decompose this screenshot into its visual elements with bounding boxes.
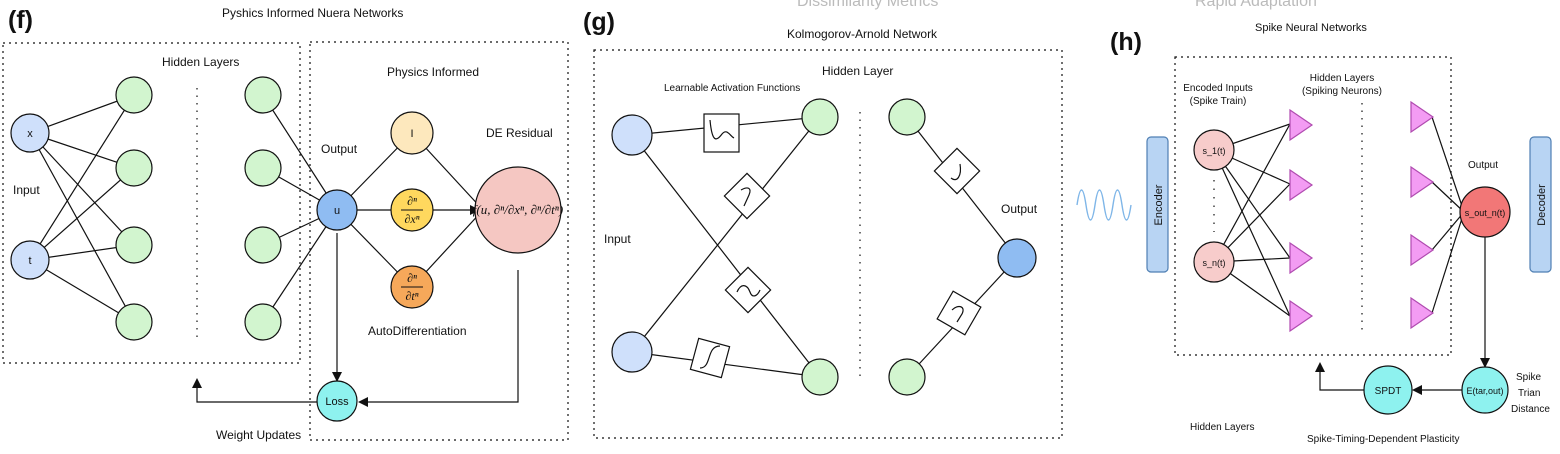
kan-input-label: Input bbox=[604, 232, 631, 246]
s1-label: s_1(t) bbox=[1202, 146, 1225, 156]
panel-tag-h: (h) bbox=[1110, 28, 1142, 56]
spike-train-wave bbox=[1076, 189, 1132, 221]
weight-updates-label: Weight Updates bbox=[216, 428, 301, 442]
panel-g bbox=[593, 49, 1063, 439]
activation-diamond bbox=[933, 147, 981, 195]
node-loss-label: Loss bbox=[325, 396, 349, 408]
activation-diamond bbox=[723, 172, 771, 220]
de-residual-node bbox=[474, 166, 562, 254]
hidden-node bbox=[115, 76, 153, 114]
spdt-feedback-arrow bbox=[1315, 362, 1364, 391]
activation-box bbox=[703, 113, 740, 153]
output-label: Output bbox=[321, 142, 358, 156]
encoded-inputs-label-1: Encoded Inputs bbox=[1183, 83, 1253, 94]
kan-hidden-node bbox=[888, 358, 926, 396]
hidden-node bbox=[244, 149, 282, 187]
decoder-block bbox=[1529, 136, 1552, 273]
physics-informed-label: Physics Informed bbox=[387, 65, 479, 79]
input-node-x bbox=[10, 113, 50, 153]
kan-hidden-node bbox=[888, 98, 926, 136]
clipped-header-h: Rapid Adaptation bbox=[1195, 0, 1317, 10]
clipped-header-g: Dissimilarity Metrics bbox=[797, 0, 938, 10]
panel-h bbox=[1076, 56, 1552, 415]
node-identity-label: I bbox=[410, 128, 413, 140]
error-label: E(tar,out) bbox=[1466, 386, 1503, 396]
hidden-output-edges bbox=[262, 94, 484, 323]
identity-node bbox=[390, 111, 434, 155]
spike-distance-label-3: Distance bbox=[1511, 404, 1550, 415]
hidden-layers-label: Hidden Layers bbox=[162, 55, 239, 69]
pinn-title: Pyshics Informed Nuera Networks bbox=[222, 6, 403, 20]
kan-box bbox=[593, 49, 1063, 439]
spike-distance-label-2: Trian bbox=[1518, 388, 1540, 399]
residual-to-loss-arrow bbox=[358, 270, 519, 407]
kan-input-node bbox=[611, 114, 653, 156]
pinn-network-box bbox=[2, 42, 301, 364]
spike-input-node-n bbox=[1193, 241, 1235, 283]
sn-label: s_n(t) bbox=[1202, 258, 1225, 268]
hidden-node bbox=[115, 226, 153, 264]
activation-diamond bbox=[689, 337, 731, 379]
spdt-label: SPDT bbox=[1375, 386, 1402, 397]
residual-expression: f(u, ∂ⁿ/∂xⁿ, ∂ⁿ/∂tⁿ) bbox=[473, 202, 563, 217]
kan-input-node bbox=[611, 331, 653, 373]
node-u-label: u bbox=[334, 205, 340, 217]
panel-g-text: Dissimilarity Metrics (g) Kolmogorov-Arn… bbox=[583, 0, 1038, 246]
panel-h-text: Rapid Adaptation (h) Spike Neural Networ… bbox=[1110, 0, 1550, 445]
dx-numerator: ∂ⁿ bbox=[407, 194, 417, 208]
dt-numerator: ∂ⁿ bbox=[407, 271, 417, 285]
spiking-hidden-label-1: Hidden Layers bbox=[1310, 73, 1374, 84]
weight-update-arrow bbox=[192, 378, 318, 403]
activation-diamond bbox=[936, 290, 982, 336]
input-node-t bbox=[10, 240, 50, 280]
kan-output-label: Output bbox=[1001, 202, 1038, 216]
s-out-label: s_out_n(t) bbox=[1465, 208, 1506, 218]
hidden-node bbox=[115, 303, 153, 341]
output-node-u bbox=[316, 189, 358, 231]
kan-hidden-layer-label: Hidden Layer bbox=[822, 64, 893, 78]
hidden-node bbox=[115, 149, 153, 187]
snn-output-label: Output bbox=[1468, 160, 1498, 171]
kan-hidden-node bbox=[801, 98, 839, 136]
activation-diamond bbox=[724, 266, 772, 314]
input-label: Input bbox=[13, 183, 40, 197]
hidden-node bbox=[244, 226, 282, 264]
node-t-label: t bbox=[28, 255, 31, 267]
spike-distance-label-1: Spike bbox=[1516, 372, 1541, 383]
dx-denominator: ∂xⁿ bbox=[404, 212, 419, 226]
snn-edges bbox=[1213, 116, 1465, 317]
loss-node bbox=[316, 380, 358, 422]
panel-f bbox=[2, 41, 569, 441]
spike-input-node-1 bbox=[1193, 129, 1235, 171]
encoded-inputs-label-2: (Spike Train) bbox=[1190, 96, 1247, 107]
encoder-block bbox=[1146, 136, 1169, 273]
dt-denominator: ∂tⁿ bbox=[405, 289, 418, 303]
panel-tag-f: (f) bbox=[8, 6, 33, 34]
kan-output-node bbox=[997, 238, 1037, 278]
learnable-activation-label: Learnable Activation Functions bbox=[664, 83, 800, 94]
snn-hidden-layers-bottom: Hidden Layers bbox=[1190, 422, 1254, 433]
activation-curve bbox=[709, 119, 735, 140]
de-residual-label: DE Residual bbox=[486, 126, 553, 140]
spiking-hidden-label-2: (Spiking Neurons) bbox=[1302, 86, 1382, 97]
spiking-neurons bbox=[1289, 100, 1435, 333]
auto-differentiation-label: AutoDifferentiation bbox=[368, 324, 467, 338]
panel-tag-g: (g) bbox=[583, 8, 615, 36]
snn-title: Spike Neural Networks bbox=[1255, 22, 1367, 34]
hidden-node bbox=[244, 76, 282, 114]
encoder-label: Encoder bbox=[1153, 184, 1165, 225]
kan-title: Kolmogorov-Arnold Network bbox=[787, 27, 938, 41]
physics-informed-box bbox=[309, 41, 569, 441]
kan-hidden-node bbox=[801, 358, 839, 396]
hidden-node bbox=[244, 303, 282, 341]
decoder-label: Decoder bbox=[1536, 184, 1548, 226]
stdp-label: Spike-Timing-Dependent Plasticity bbox=[1307, 434, 1459, 445]
node-x-label: x bbox=[27, 128, 33, 140]
panel-f-text: (f) Pyshics Informed Nuera Networks Hidd… bbox=[8, 6, 563, 442]
snn-box bbox=[1174, 56, 1452, 356]
